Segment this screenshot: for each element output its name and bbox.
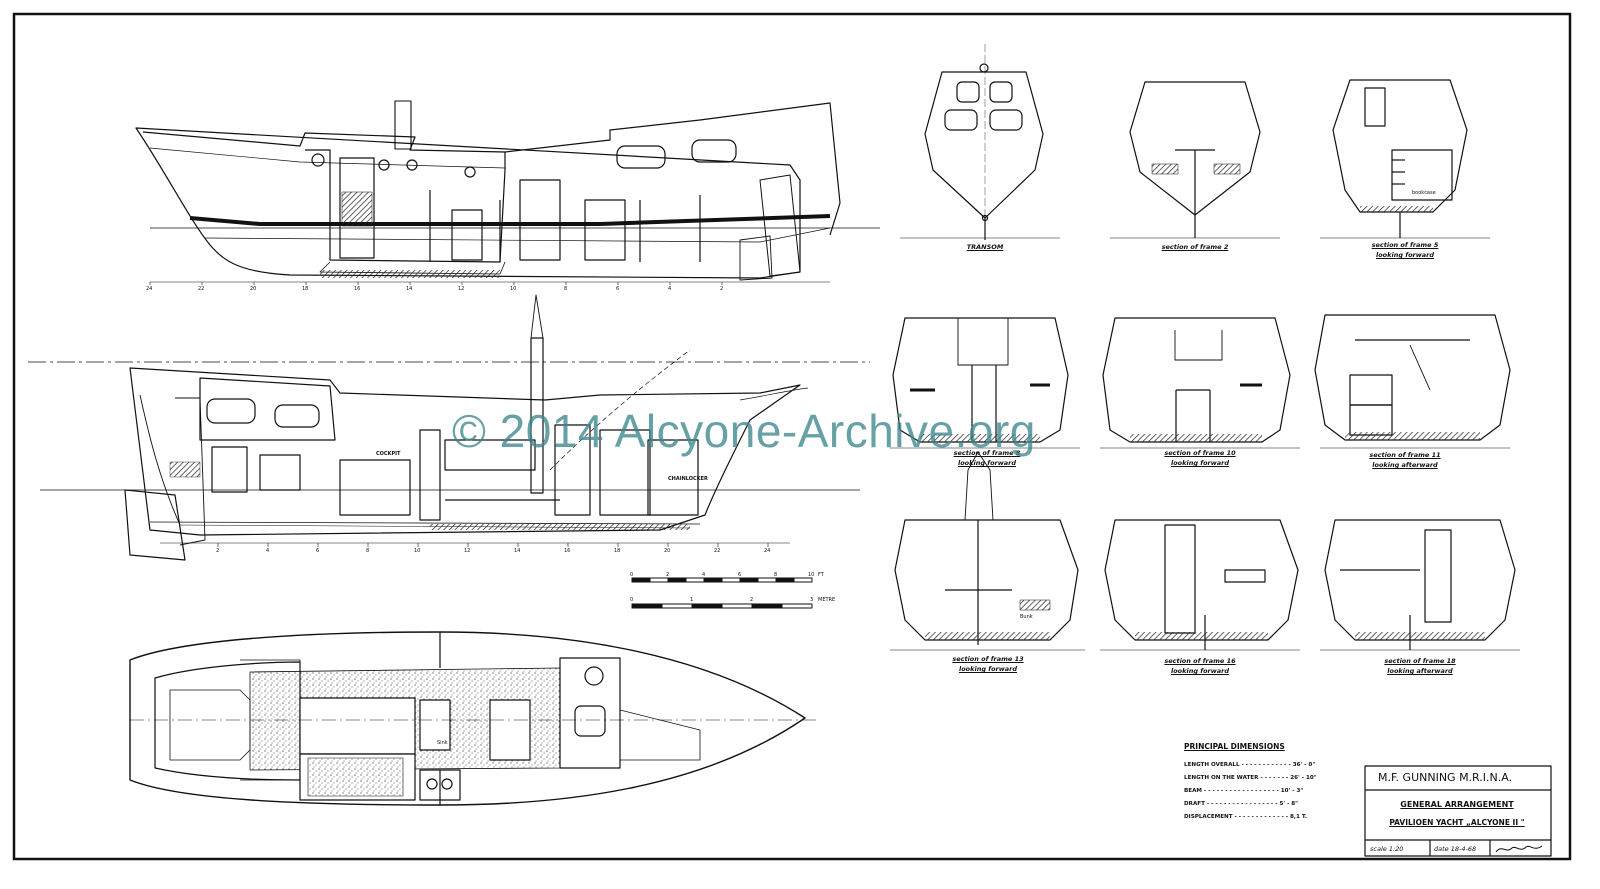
dimension-label: DISPLACEMENT	[1184, 814, 1233, 820]
watermark-text: © 2014 Alcyone-Archive.org	[452, 405, 1036, 457]
scale-tick: 4	[702, 572, 706, 578]
dimension-row: DISPLACEMENT - - - - - - - - - - - - - 8…	[1184, 814, 1307, 820]
label-frame-16-a: section of frame 16	[1164, 657, 1236, 665]
dimension-label: LENGTH ON THE WATER	[1184, 775, 1259, 781]
section-frame-10	[1100, 317, 1300, 449]
upper-profile-view	[135, 100, 880, 285]
label-frame-18-a: section of frame 18	[1384, 657, 1456, 665]
station-label: 18	[614, 548, 621, 554]
station-label: 20	[250, 286, 257, 292]
label-chainlocker: CHAINLOCKER	[668, 476, 708, 482]
scale-tick: 2	[666, 572, 670, 578]
station-label: 8	[366, 548, 370, 554]
station-label: 16	[354, 286, 361, 292]
dimension-value: 36' - 0"	[1292, 762, 1316, 768]
station-label: 24	[764, 548, 771, 554]
dimension-row: LENGTH ON THE WATER - - - - - - - 26' - …	[1184, 775, 1317, 781]
dimension-value: 5' - 8"	[1279, 801, 1299, 807]
label-frame-8-a: section of frame 8	[953, 449, 1021, 457]
scale-tick: 0	[630, 597, 634, 603]
station-label: 18	[302, 286, 309, 292]
label-frame-11-a: section of frame 11	[1369, 451, 1441, 459]
dimension-value: 10' - 3"	[1280, 788, 1304, 794]
station-label: 22	[714, 548, 721, 554]
dimension-value: 26' - 10"	[1290, 775, 1317, 781]
designer-name: M.F. GUNNING M.R.I.N.A.	[1378, 771, 1513, 784]
drawing-scale: scale 1:20	[1370, 845, 1404, 853]
dimension-row: BEAM - - - - - - - - - - - - - - - - - -…	[1184, 788, 1304, 794]
section-frame-8	[890, 317, 1080, 449]
station-label: 2	[216, 548, 220, 554]
label-frame-5-a: section of frame 5	[1371, 241, 1439, 249]
label-frame-11-b: looking afterward	[1372, 461, 1438, 469]
principal-dimensions-title: PRINCIPAL DIMENSIONS	[1184, 742, 1285, 751]
section-frame-11	[1314, 314, 1511, 449]
label-frame-10-b: looking forward	[1170, 459, 1229, 467]
plan-view	[129, 631, 820, 806]
label-frame-10-a: section of frame 10	[1164, 449, 1236, 457]
station-label: 14	[406, 286, 413, 292]
drawing-date: date 18-4-68	[1434, 845, 1477, 853]
scale-tick: 10	[808, 572, 815, 578]
section-frame-2	[1110, 81, 1280, 239]
label-cockpit: COCKPIT	[376, 451, 401, 457]
label-frame-13-b: looking forward	[958, 665, 1017, 673]
scale-tick: 0	[630, 572, 634, 578]
station-label: 22	[198, 286, 205, 292]
scale-tick: 1	[690, 597, 694, 603]
station-label: 4	[266, 548, 270, 554]
dimension-label: BEAM	[1184, 788, 1202, 794]
station-label: 8	[564, 286, 568, 292]
label-bunk: Bunk	[1020, 614, 1033, 620]
scale-tick: 6	[738, 572, 742, 578]
station-label: 2	[720, 286, 724, 292]
sheet-border	[12, 12, 1572, 861]
label-frame-18-b: looking afterward	[1387, 667, 1453, 675]
section-transom	[900, 44, 1060, 240]
label-bookcase: bookcase	[1412, 190, 1436, 196]
section-frame-5	[1320, 79, 1490, 239]
station-label: 24	[146, 286, 153, 292]
signature-icon	[1495, 845, 1543, 853]
station-label: 6	[316, 548, 320, 554]
section-frame-13	[890, 451, 1085, 651]
dimension-label: LENGTH OVERALL	[1184, 762, 1240, 768]
station-label: 12	[464, 548, 471, 554]
station-label: 6	[616, 286, 620, 292]
label-frame-5-b: looking forward	[1375, 251, 1434, 259]
scale-bars	[631, 577, 813, 609]
station-label: 10	[414, 548, 421, 554]
station-label: 12	[458, 286, 465, 292]
section-frame-16	[1100, 519, 1300, 651]
label-sink: Sink	[437, 740, 448, 746]
dimension-value: 8,1 T.	[1290, 814, 1307, 820]
label-frame-8-b: looking forward	[957, 459, 1016, 467]
vessel-name: PAVILIOEN YACHT „ALCYONE II "	[1389, 818, 1525, 827]
section-frame-18	[1320, 519, 1520, 651]
scale-tick: 8	[774, 572, 778, 578]
station-label: 16	[564, 548, 571, 554]
drawing-title: GENERAL ARRANGEMENT	[1400, 800, 1514, 809]
station-label: 10	[510, 286, 517, 292]
station-label: 4	[668, 286, 672, 292]
scale-tick: 3	[810, 597, 814, 603]
label-frame-13-a: section of frame 13	[952, 655, 1024, 663]
label-frame-2: section of frame 2	[1161, 243, 1229, 251]
lower-profile-view	[28, 294, 870, 561]
station-label: 20	[664, 548, 671, 554]
label-frame-16-b: looking forward	[1170, 667, 1229, 675]
title-block-frame	[1364, 765, 1552, 857]
dimension-row: LENGTH OVERALL - - - - - - - - - - - - 3…	[1184, 762, 1316, 768]
label-transom: TRANSOM	[966, 243, 1004, 251]
dimension-label: DRAFT	[1184, 801, 1205, 807]
scale-unit: METRE	[818, 597, 836, 603]
scale-unit: FT	[818, 572, 824, 578]
scale-tick: 2	[750, 597, 754, 603]
station-label: 14	[514, 548, 521, 554]
dimension-row: DRAFT - - - - - - - - - - - - - - - - - …	[1184, 801, 1299, 807]
